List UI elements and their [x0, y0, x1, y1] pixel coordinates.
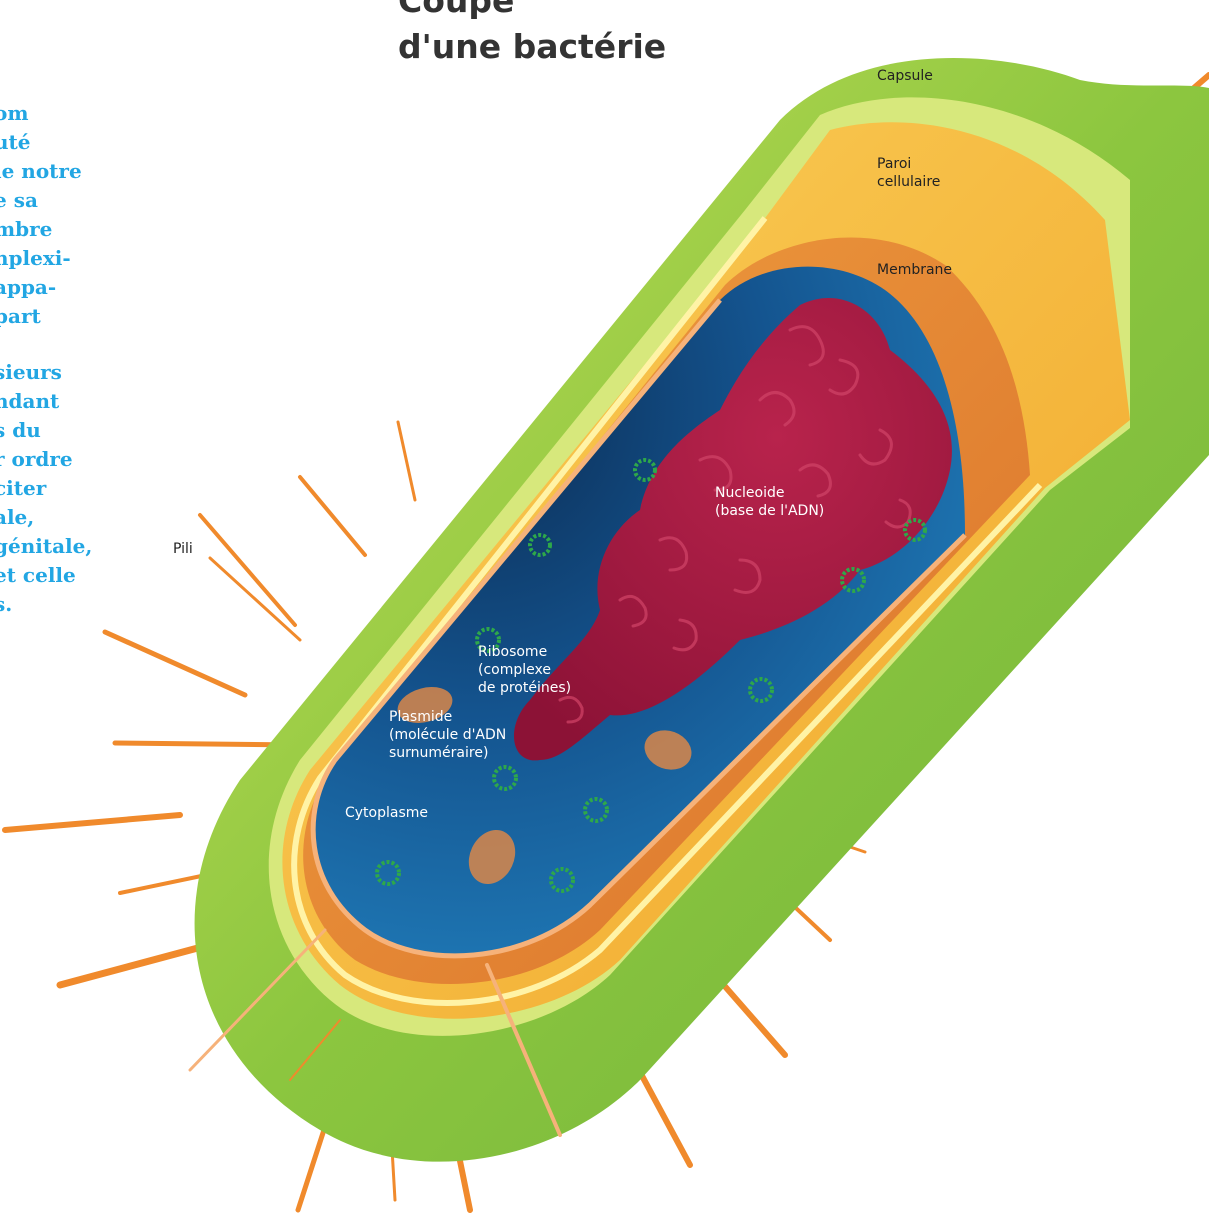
side-text-line: ndant: [0, 387, 114, 416]
label-ribosome-line: Ribosome: [478, 643, 571, 661]
side-text-line: om: [0, 99, 114, 128]
label-pili-text: Pili: [173, 540, 193, 558]
side-text-line: génitale,: [0, 532, 114, 561]
label-plasmide-line: Plasmide: [389, 708, 506, 726]
side-text-gap: [0, 331, 114, 358]
side-text-line: e sa: [0, 186, 114, 215]
side-text-line: nplexi-: [0, 244, 114, 273]
pilus: [105, 632, 245, 695]
side-text-line: appa-: [0, 273, 114, 302]
label-paroi-line: cellulaire: [877, 173, 940, 191]
side-text-line: citer: [0, 474, 114, 503]
label-paroi-line: Paroi: [877, 155, 940, 173]
diagram-title: Coupe d'une bactérie: [398, 0, 738, 70]
label-plasmide: Plasmide (molécule d'ADN surnuméraire): [389, 708, 506, 762]
label-nucleoide-line: (base de l'ADN): [715, 502, 824, 520]
side-text-line: mbre: [0, 215, 114, 244]
pilus: [200, 515, 295, 625]
label-nucleoide: Nucleoide (base de l'ADN): [715, 484, 824, 520]
side-text-line: le notre: [0, 157, 114, 186]
side-text-line: ale,: [0, 503, 114, 532]
label-nucleoide-line: Nucleoide: [715, 484, 824, 502]
label-cytoplasme-text: Cytoplasme: [345, 804, 428, 822]
label-membrane-text: Membrane: [877, 261, 952, 279]
label-plasmide-line: (molécule d'ADN: [389, 726, 506, 744]
label-ribosome-line: (complexe: [478, 661, 571, 679]
label-cytoplasme: Cytoplasme: [345, 804, 428, 822]
side-text-line: uté: [0, 128, 114, 157]
pilus: [5, 815, 180, 830]
side-text-line: r ordre: [0, 445, 114, 474]
side-text-line: s du: [0, 416, 114, 445]
label-ribosome: Ribosome (complexe de protéines): [478, 643, 571, 697]
side-text-line: et celle: [0, 561, 114, 590]
side-paragraph: om uté le notre e sa mbre nplexi- appa- …: [0, 99, 114, 619]
side-text-line: s.: [0, 590, 114, 619]
side-text-line: part: [0, 302, 114, 331]
title-line-2: d'une bactérie: [398, 24, 738, 70]
label-pili: Pili: [173, 540, 193, 558]
label-plasmide-line: surnuméraire): [389, 744, 506, 762]
pilus: [300, 477, 365, 555]
pilus: [398, 422, 415, 500]
side-text-line: sieurs: [0, 358, 114, 387]
label-capsule-text: Capsule: [877, 67, 933, 85]
label-capsule: Capsule: [877, 67, 933, 85]
title-line-1: Coupe: [398, 0, 738, 24]
label-membrane: Membrane: [877, 261, 952, 279]
label-paroi: Paroi cellulaire: [877, 155, 940, 191]
label-ribosome-line: de protéines): [478, 679, 571, 697]
